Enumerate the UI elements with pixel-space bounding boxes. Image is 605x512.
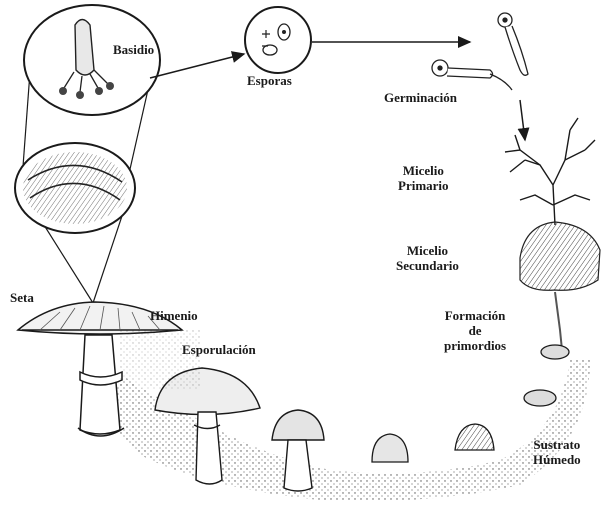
basidio-circle xyxy=(24,5,160,115)
label-esporulacion: Esporulación xyxy=(182,342,256,357)
germinating-spores xyxy=(432,13,528,90)
label-seta: Seta xyxy=(10,290,34,305)
arrow-basidio-to-esporas xyxy=(150,54,244,78)
micelio-primario xyxy=(505,118,595,225)
label-micelio-primario: MicelioPrimario xyxy=(398,163,449,193)
label-micelio-secundario: MicelioSecundario xyxy=(396,243,459,273)
gill-detail-circle xyxy=(15,143,135,233)
esporas-circle xyxy=(245,7,311,73)
spore-fall-stipple xyxy=(120,330,200,390)
label-himenio: Himenio xyxy=(150,308,198,323)
label-formacion-primordios: Formación de primordios xyxy=(444,308,506,353)
label-germinacion: Germinación xyxy=(384,90,457,105)
label-esporas: Esporas xyxy=(247,73,292,88)
label-sustrato-humedo: SustratoHúmedo xyxy=(533,437,581,467)
arrow-germinacion-to-micelio xyxy=(520,100,525,140)
label-basidio: Basidio xyxy=(113,42,154,57)
micelio-secundario xyxy=(520,222,600,350)
